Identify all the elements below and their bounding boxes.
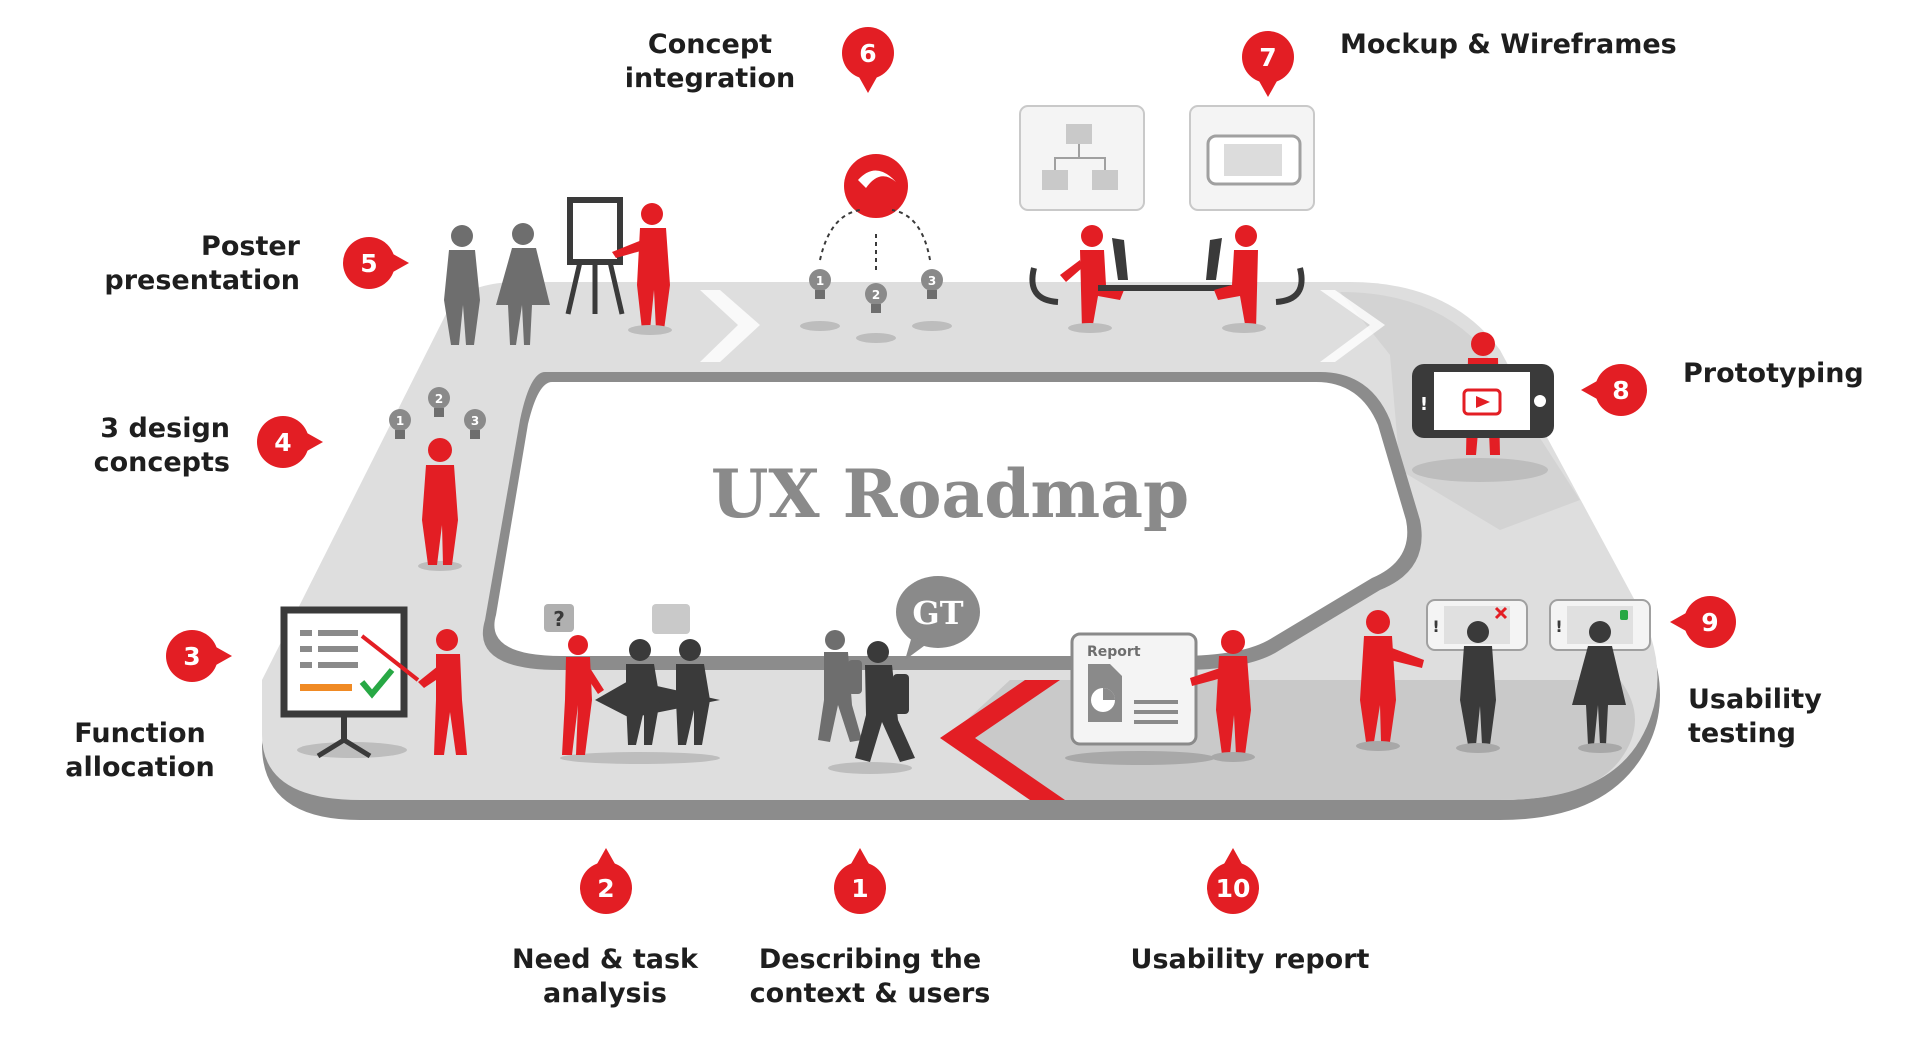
step-6-marker: 6 (842, 27, 894, 93)
step-8-label: Prototyping (1683, 358, 1864, 389)
interview-icon: ? (544, 604, 720, 764)
bulb-1-icon: 1 (389, 409, 411, 439)
svg-text:3: 3 (471, 414, 479, 428)
concept-integration-icon: 1 2 3 (800, 154, 952, 343)
step-4-marker: 4 (257, 416, 323, 468)
design-concepts-icon: 1 2 3 (389, 387, 486, 571)
svg-text:!: ! (1420, 394, 1428, 415)
step-2-marker: 2 (580, 848, 632, 914)
step-3-marker: 3 (166, 630, 232, 682)
step-10-label: Usability report (1130, 944, 1370, 975)
gt-logo-text: GT (912, 594, 963, 632)
report-text: Report (1087, 644, 1141, 660)
step-8-marker: 8 (1581, 364, 1647, 416)
svg-text:!: ! (1555, 617, 1562, 636)
track-inner-hole (494, 382, 1408, 656)
step-7-marker: 7 (1242, 31, 1294, 97)
diagram-title: UX Roadmap (710, 455, 1190, 533)
step-9-marker: 9 (1670, 596, 1736, 648)
mockup-wireframes-icon (1019, 105, 1315, 333)
poster-presentation-icon (444, 197, 672, 345)
usability-testing-icon: ! ! (1356, 599, 1651, 753)
svg-text:1: 1 (396, 414, 404, 428)
direction-chevron-top (700, 290, 760, 362)
prototyping-icon: ! (1412, 332, 1554, 482)
step-1-marker: 1 (834, 848, 886, 914)
usability-report-icon: Report (1065, 630, 1255, 765)
walking-users-icon: GT (818, 576, 980, 774)
step-10-marker: 10 (1207, 848, 1259, 914)
bulb-2-icon: 2 (428, 387, 450, 417)
svg-text:!: ! (1432, 617, 1439, 636)
svg-text:2: 2 (435, 392, 443, 406)
bulb-3-icon: 3 (464, 409, 486, 439)
svg-text:2: 2 (872, 288, 880, 302)
svg-text:3: 3 (928, 274, 936, 288)
function-allocation-board-icon (280, 606, 467, 759)
direction-chevron-top-right (1320, 290, 1385, 362)
direction-chevron-red (940, 680, 1065, 800)
question-text: ? (553, 607, 565, 631)
step-7-label: Mockup & Wireframes (1340, 29, 1677, 60)
step-5-marker: 5 (343, 237, 409, 289)
svg-text:1: 1 (816, 274, 824, 288)
